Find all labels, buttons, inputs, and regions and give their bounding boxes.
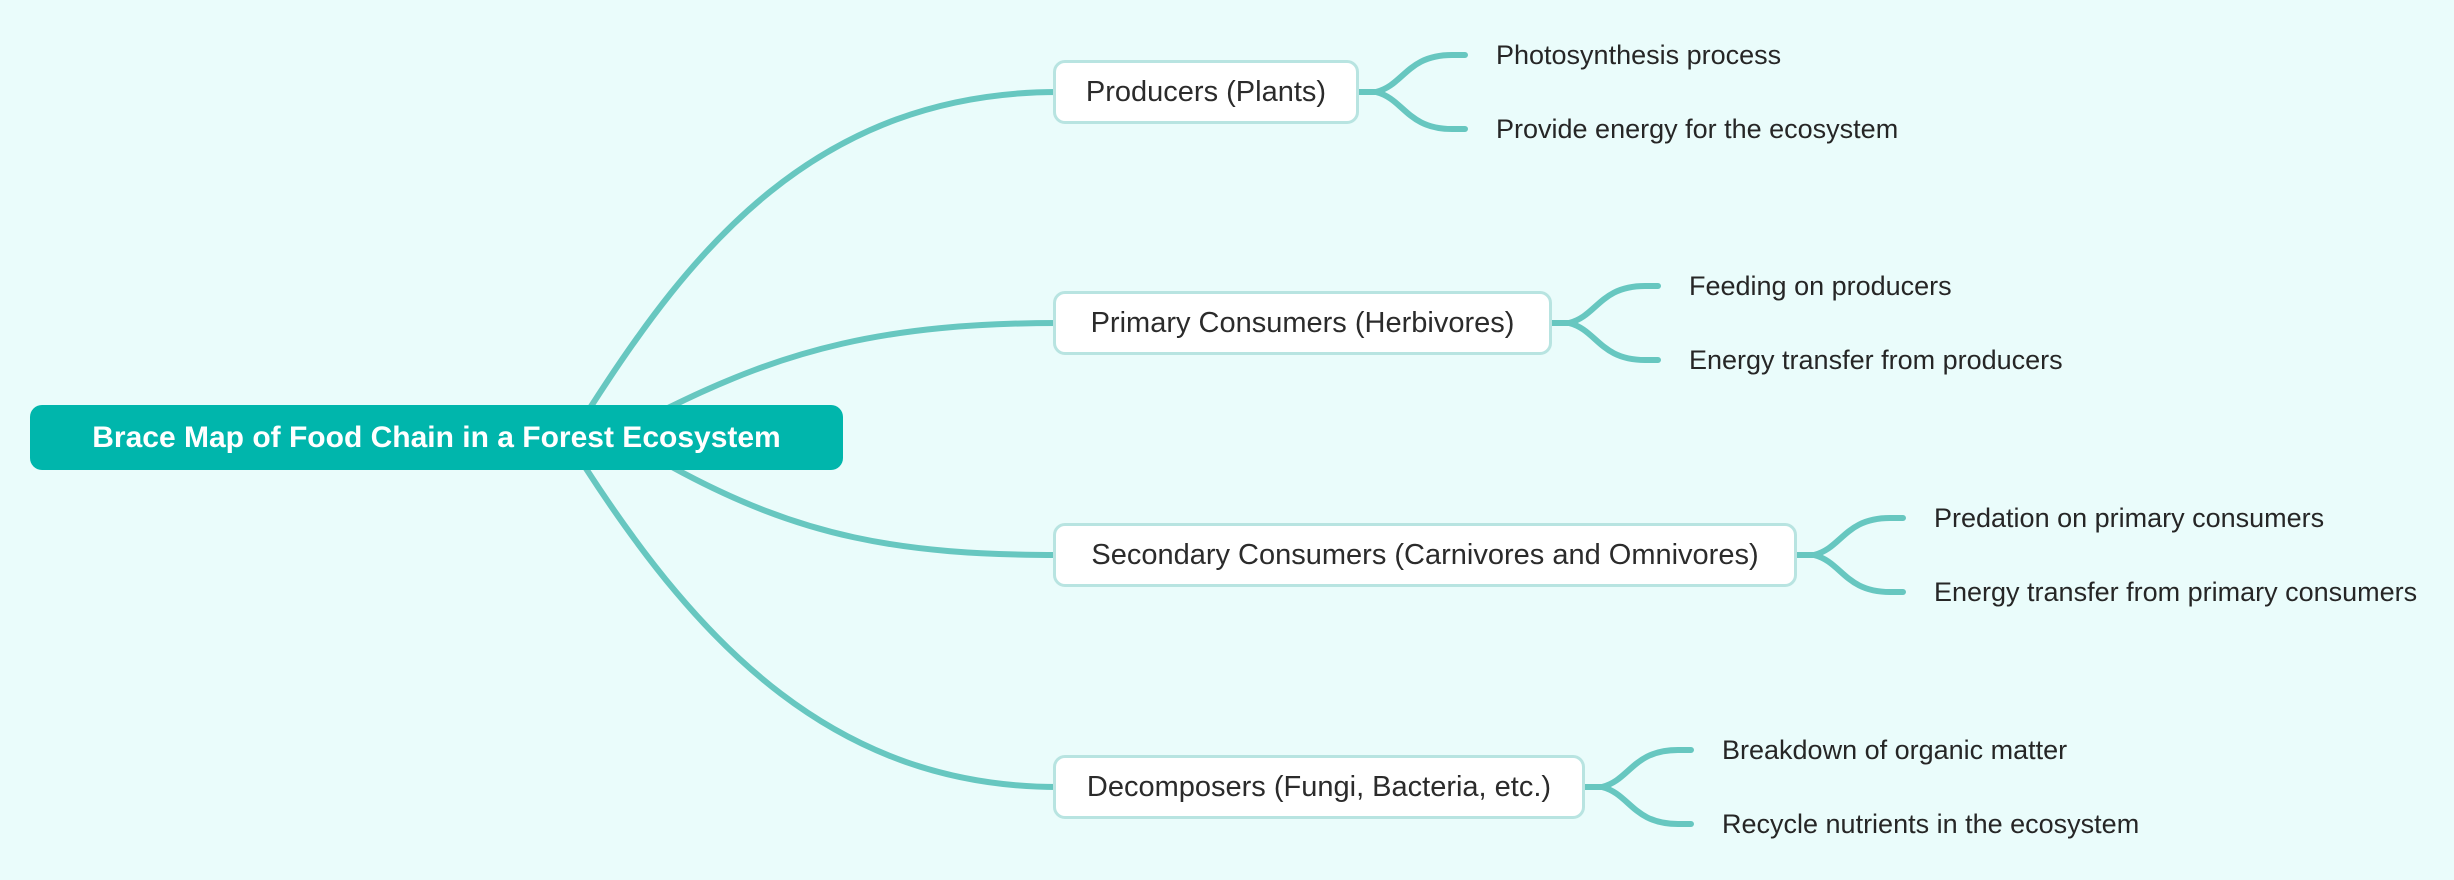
branch-node-producers[interactable]: Producers (Plants) xyxy=(1053,60,1359,124)
fork-decomposers-lower xyxy=(1599,784,1694,827)
root-node[interactable]: Brace Map of Food Chain in a Forest Ecos… xyxy=(30,405,843,470)
edge-root-to-producers xyxy=(587,89,1061,411)
fork-decomposers-upper xyxy=(1599,747,1694,790)
edge-root-to-secondary xyxy=(669,464,1061,558)
leaf-photosynthesis-process[interactable]: Photosynthesis process xyxy=(1496,40,1782,70)
leaf-energy-transfer-primary-consumers[interactable]: Energy transfer from primary consumers xyxy=(1934,577,2418,607)
branch-node-secondary-consumers[interactable]: Secondary Consumers (Carnivores and Omni… xyxy=(1053,523,1797,587)
fork-secondary-upper xyxy=(1811,515,1906,558)
edge-root-to-primary xyxy=(665,320,1061,411)
fork-primary-upper xyxy=(1566,283,1661,326)
leaf-predation-primary-consumers[interactable]: Predation on primary consumers xyxy=(1934,503,2325,533)
fork-producers-upper xyxy=(1373,52,1468,95)
edge-root-to-decomposers xyxy=(582,464,1061,790)
leaf-energy-transfer-producers[interactable]: Energy transfer from producers xyxy=(1689,345,2063,375)
leaf-feeding-on-producers[interactable]: Feeding on producers xyxy=(1689,271,1952,301)
fork-primary-lower xyxy=(1566,320,1661,363)
branch-node-decomposers[interactable]: Decomposers (Fungi, Bacteria, etc.) xyxy=(1053,755,1585,819)
leaf-breakdown-organic-matter[interactable]: Breakdown of organic matter xyxy=(1722,735,2068,765)
leaf-provide-energy[interactable]: Provide energy for the ecosystem xyxy=(1496,114,1899,144)
fork-producers-lower xyxy=(1373,89,1468,132)
leaf-recycle-nutrients[interactable]: Recycle nutrients in the ecosystem xyxy=(1722,809,2140,839)
branch-node-primary-consumers[interactable]: Primary Consumers (Herbivores) xyxy=(1053,291,1552,355)
fork-secondary-lower xyxy=(1811,552,1906,595)
